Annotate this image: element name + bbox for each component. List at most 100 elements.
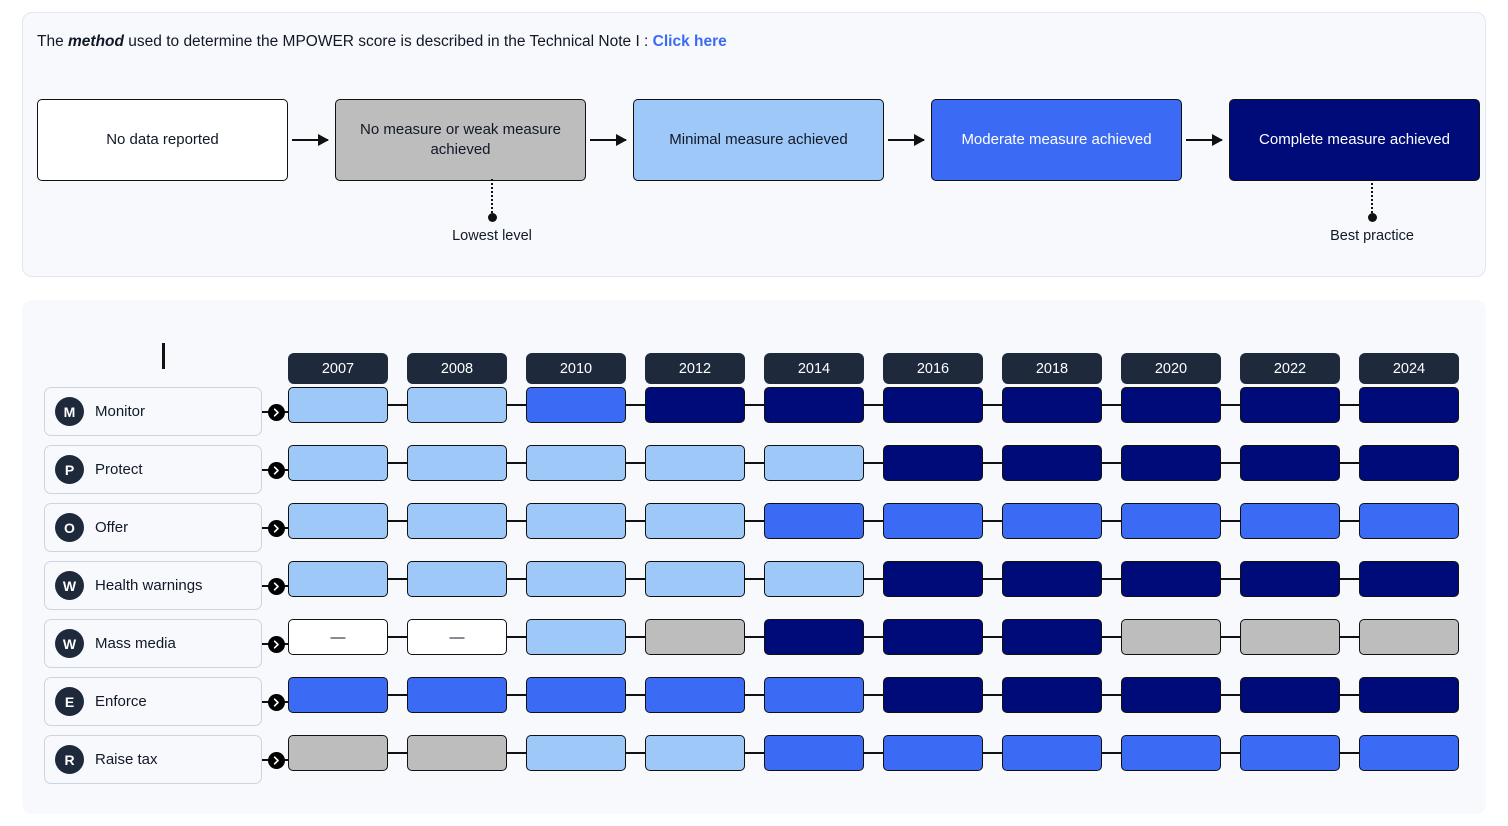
cell-monitor-2007[interactable] [288, 387, 388, 423]
cell-protect-2024[interactable] [1359, 445, 1459, 481]
cell-offer-2012[interactable] [645, 503, 745, 539]
cell-monitor-2018[interactable] [1002, 387, 1102, 423]
technical-note-link[interactable]: Click here [652, 33, 727, 50]
cell-health-warnings-2022[interactable] [1240, 561, 1340, 597]
cell-raise-tax-2020[interactable] [1121, 735, 1221, 771]
cell-protect-2016[interactable] [883, 445, 983, 481]
cell-health-warnings-2007[interactable] [288, 561, 388, 597]
cell-monitor-2024[interactable] [1359, 387, 1459, 423]
cell-raise-tax-2012[interactable] [645, 735, 745, 771]
cell-mass-media-2010[interactable] [526, 619, 626, 655]
row-connector-chevron-icon [262, 694, 288, 711]
cell-monitor-2022[interactable] [1240, 387, 1340, 423]
cell-protect-2010[interactable] [526, 445, 626, 481]
cell-enforce-2007[interactable] [288, 677, 388, 713]
cell-enforce-2010[interactable] [526, 677, 626, 713]
year-header-2008: 2008 [407, 353, 507, 384]
cell-mass-media-2012[interactable] [645, 619, 745, 655]
cell-mass-media-2016[interactable] [883, 619, 983, 655]
cell-health-warnings-2020[interactable] [1121, 561, 1221, 597]
cell-offer-2024[interactable] [1359, 503, 1459, 539]
cell-health-warnings-2018[interactable] [1002, 561, 1102, 597]
cell-offer-2020[interactable] [1121, 503, 1221, 539]
cell-link-segment [1221, 578, 1240, 580]
cell-raise-tax-2022[interactable] [1240, 735, 1340, 771]
cell-protect-2014[interactable] [764, 445, 864, 481]
cell-offer-2016[interactable] [883, 503, 983, 539]
cell-wrap [1240, 503, 1359, 539]
cell-enforce-2008[interactable] [407, 677, 507, 713]
cell-enforce-2014[interactable] [764, 677, 864, 713]
cell-link-segment [388, 462, 407, 464]
cell-link-segment [864, 462, 883, 464]
cell-mass-media-2020[interactable] [1121, 619, 1221, 655]
cell-raise-tax-2024[interactable] [1359, 735, 1459, 771]
cell-protect-2008[interactable] [407, 445, 507, 481]
cell-protect-2007[interactable] [288, 445, 388, 481]
cell-health-warnings-2012[interactable] [645, 561, 745, 597]
cell-monitor-2020[interactable] [1121, 387, 1221, 423]
cell-link-segment [1221, 462, 1240, 464]
cell-health-warnings-2010[interactable] [526, 561, 626, 597]
cell-monitor-2016[interactable] [883, 387, 983, 423]
cell-mass-media-2022[interactable] [1240, 619, 1340, 655]
cell-mass-media-2008[interactable]: — [407, 619, 507, 655]
legend-box-no_data: No data reported [37, 99, 288, 181]
cell-enforce-2018[interactable] [1002, 677, 1102, 713]
cell-wrap [645, 619, 764, 655]
cell-wrap [764, 677, 883, 713]
cell-raise-tax-2007[interactable] [288, 735, 388, 771]
cell-raise-tax-2018[interactable] [1002, 735, 1102, 771]
cell-mass-media-2007[interactable]: — [288, 619, 388, 655]
cell-link-segment [388, 520, 407, 522]
cell-wrap [288, 387, 407, 423]
cell-raise-tax-2008[interactable] [407, 735, 507, 771]
row-badge-icon: M [55, 397, 84, 426]
cell-wrap [764, 503, 883, 539]
cell-health-warnings-2008[interactable] [407, 561, 507, 597]
cell-monitor-2010[interactable] [526, 387, 626, 423]
cell-wrap [1002, 735, 1121, 771]
cell-wrap [288, 561, 407, 597]
cell-health-warnings-2024[interactable] [1359, 561, 1459, 597]
cell-link-segment [864, 404, 883, 406]
cell-enforce-2016[interactable] [883, 677, 983, 713]
cell-offer-2007[interactable] [288, 503, 388, 539]
cell-mass-media-2018[interactable] [1002, 619, 1102, 655]
cell-monitor-2008[interactable] [407, 387, 507, 423]
cell-offer-2010[interactable] [526, 503, 626, 539]
cell-offer-2022[interactable] [1240, 503, 1340, 539]
cell-offer-2014[interactable] [764, 503, 864, 539]
cell-offer-2008[interactable] [407, 503, 507, 539]
cell-protect-2012[interactable] [645, 445, 745, 481]
cell-raise-tax-2016[interactable] [883, 735, 983, 771]
cell-enforce-2020[interactable] [1121, 677, 1221, 713]
cell-protect-2020[interactable] [1121, 445, 1221, 481]
cell-wrap [288, 445, 407, 481]
cell-health-warnings-2016[interactable] [883, 561, 983, 597]
cell-protect-2022[interactable] [1240, 445, 1340, 481]
cell-mass-media-2024[interactable] [1359, 619, 1459, 655]
cell-health-warnings-2014[interactable] [764, 561, 864, 597]
chevron-right-icon [268, 752, 285, 769]
cell-monitor-2012[interactable] [645, 387, 745, 423]
cell-raise-tax-2014[interactable] [764, 735, 864, 771]
cell-enforce-2012[interactable] [645, 677, 745, 713]
cell-wrap [526, 561, 645, 597]
cell-protect-2018[interactable] [1002, 445, 1102, 481]
cell-mass-media-2014[interactable] [764, 619, 864, 655]
cell-raise-tax-2010[interactable] [526, 735, 626, 771]
cell-enforce-2024[interactable] [1359, 677, 1459, 713]
cell-offer-2018[interactable] [1002, 503, 1102, 539]
cell-wrap [1240, 735, 1359, 771]
cell-enforce-2022[interactable] [1240, 677, 1340, 713]
cell-link-segment [507, 694, 526, 696]
cell-monitor-2014[interactable] [764, 387, 864, 423]
